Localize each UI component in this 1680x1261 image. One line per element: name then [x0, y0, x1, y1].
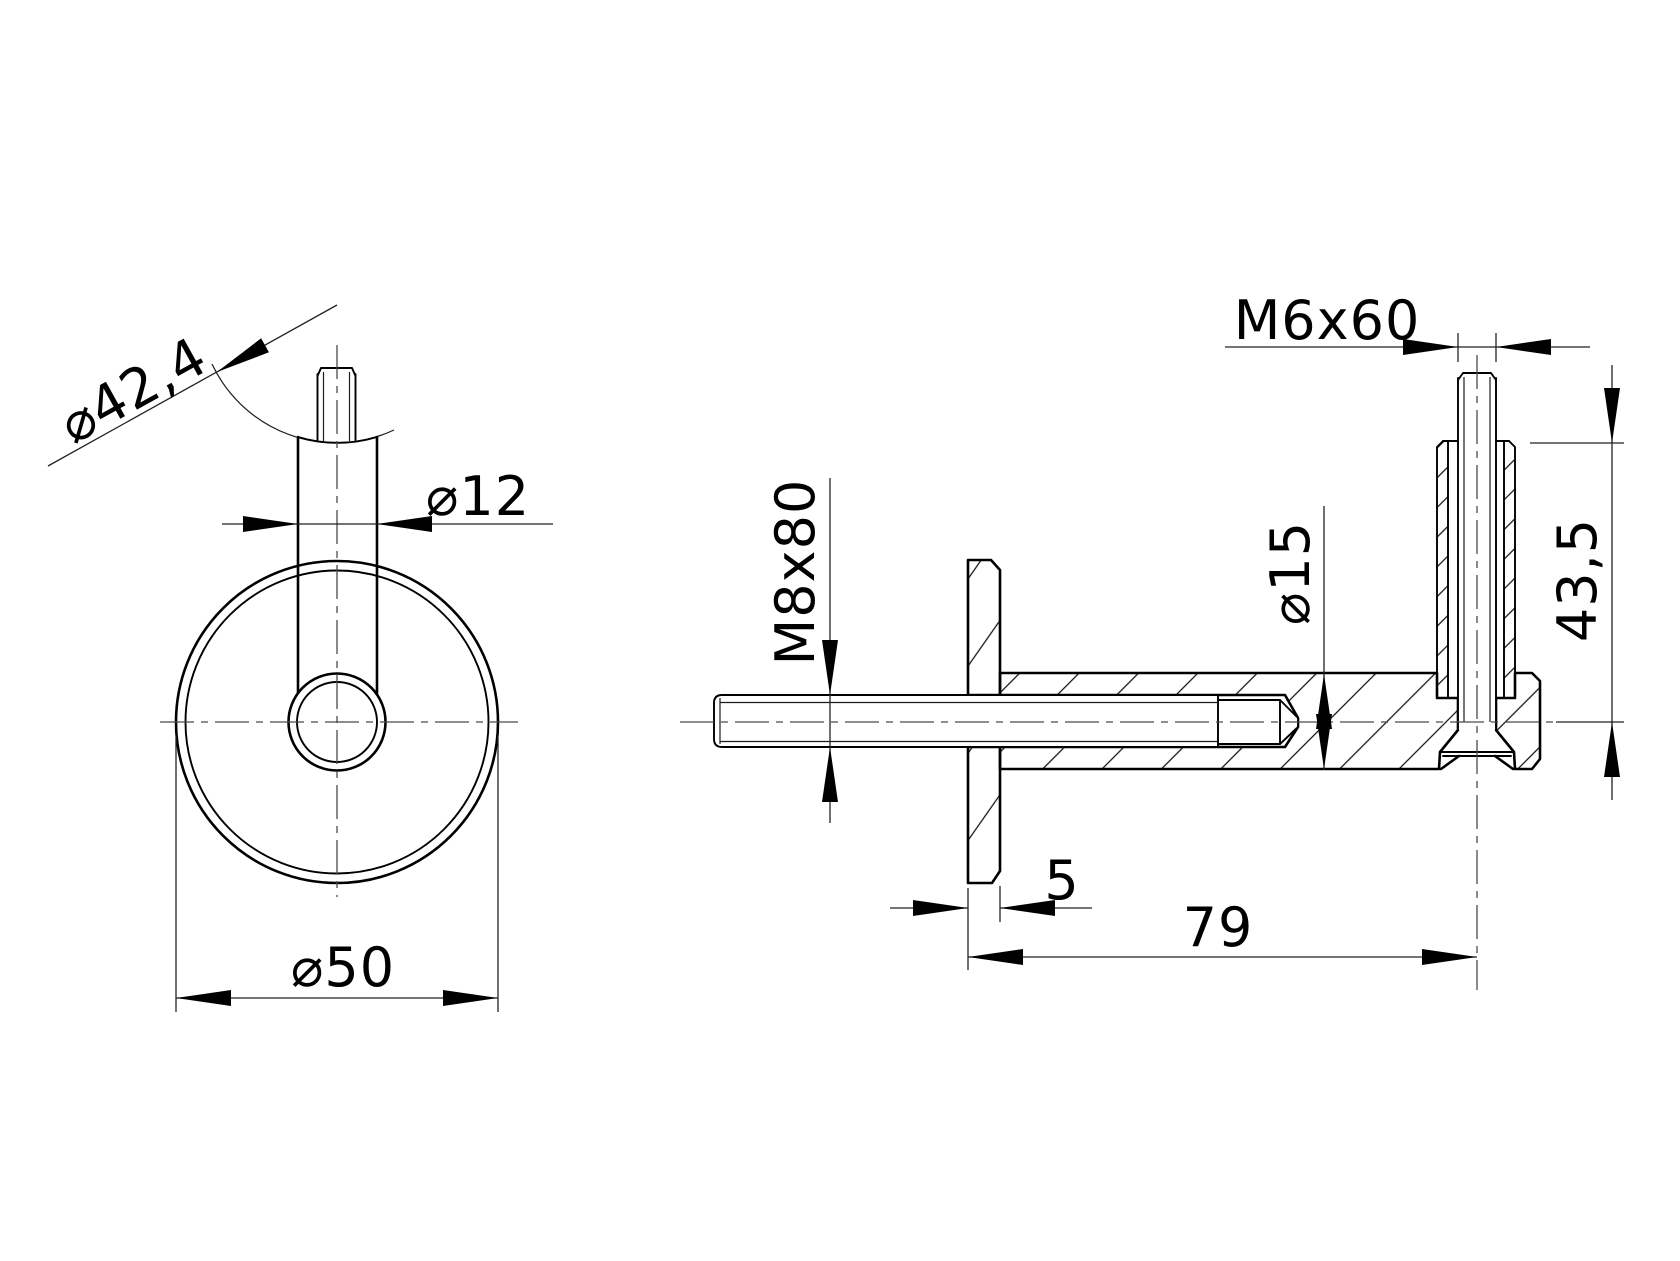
dim-label-wall-stud: M8x80	[764, 479, 827, 666]
dim-label-reach: 79	[1183, 896, 1254, 959]
dim-tube-diameter: ⌀42,4	[47, 304, 338, 467]
dim-post-height: 43,5	[1530, 365, 1624, 800]
dim-label-post-diameter: ⌀12	[426, 465, 530, 528]
dim-plate-thickness: 5	[890, 849, 1092, 922]
dim-post-diameter: ⌀12	[222, 465, 553, 532]
body-section-right	[1494, 671, 1542, 771]
dim-label-post-height: 43,5	[1546, 518, 1609, 642]
side-view: M8x80 M6x60 ⌀15 43,5	[680, 289, 1624, 990]
post-sleeve-left-wall	[1436, 440, 1449, 699]
dim-label-body-diameter: ⌀15	[1259, 521, 1322, 625]
dim-label-flange-diameter: ⌀50	[291, 936, 395, 999]
dim-label-vertical-stud: M6x60	[1234, 289, 1421, 352]
dim-body-diameter: ⌀15	[1259, 506, 1332, 770]
front-view: ⌀42,4 ⌀12 ⌀50	[47, 304, 553, 1012]
post-sleeve-right-wall	[1503, 440, 1516, 699]
dim-label-plate-thickness: 5	[1044, 849, 1079, 912]
dim-vertical-stud: M6x60	[1225, 289, 1590, 362]
tube-arc	[211, 363, 395, 444]
dim-wall-stud: M8x80	[764, 478, 838, 823]
dim-label-tube-diameter: ⌀42,4	[49, 325, 218, 457]
dim-flange-diameter: ⌀50	[175, 735, 499, 1012]
dim-reach: 79	[967, 888, 1477, 970]
wall-stud-m8	[713, 694, 1299, 748]
